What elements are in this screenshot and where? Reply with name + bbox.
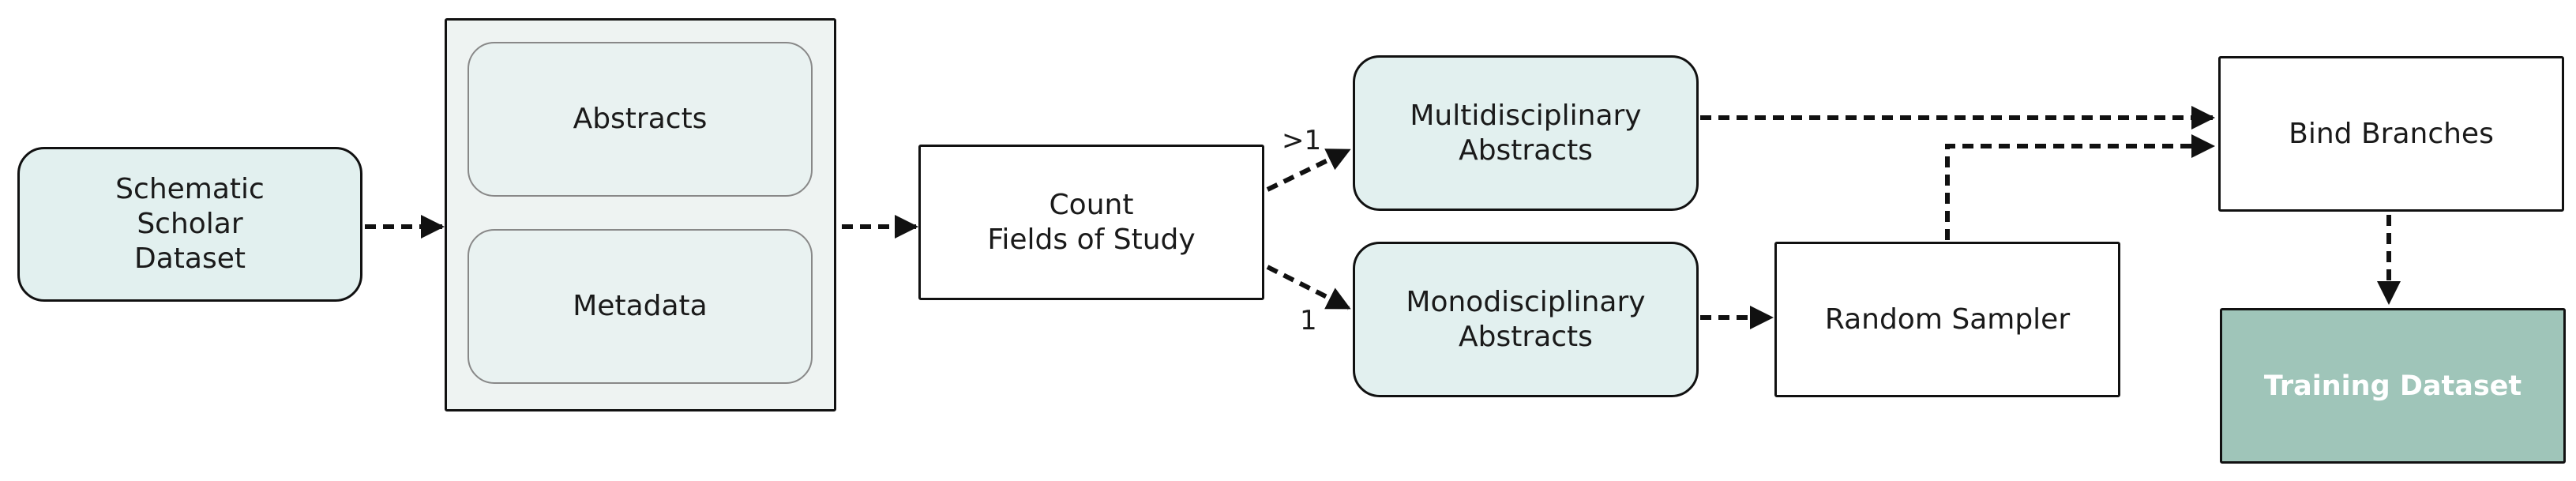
bind-branches-node: Bind Branches bbox=[2218, 56, 2564, 212]
training-dataset-node: Training Dataset bbox=[2220, 308, 2566, 464]
random-sampler-node: Random Sampler bbox=[1774, 242, 2120, 397]
edge-label-one: 1 bbox=[1300, 305, 1317, 336]
edge-sampler-to-bind bbox=[1945, 134, 2215, 240]
metadata-node: Metadata bbox=[468, 229, 813, 384]
multidisciplinary-abstracts-node: Multidisciplinary Abstracts bbox=[1353, 55, 1699, 211]
edge-count-to-multidisciplinary bbox=[1266, 148, 1351, 192]
count-fields-of-study-node: Count Fields of Study bbox=[918, 145, 1264, 300]
edge-label-greater-than-one: >1 bbox=[1282, 125, 1322, 156]
schematic-scholar-dataset-node: Schematic Scholar Dataset bbox=[17, 147, 362, 302]
monodisciplinary-abstracts-node: Monodisciplinary Abstracts bbox=[1353, 242, 1699, 397]
abstracts-node: Abstracts bbox=[468, 42, 813, 197]
edge-count-to-monodisciplinary bbox=[1266, 265, 1351, 310]
